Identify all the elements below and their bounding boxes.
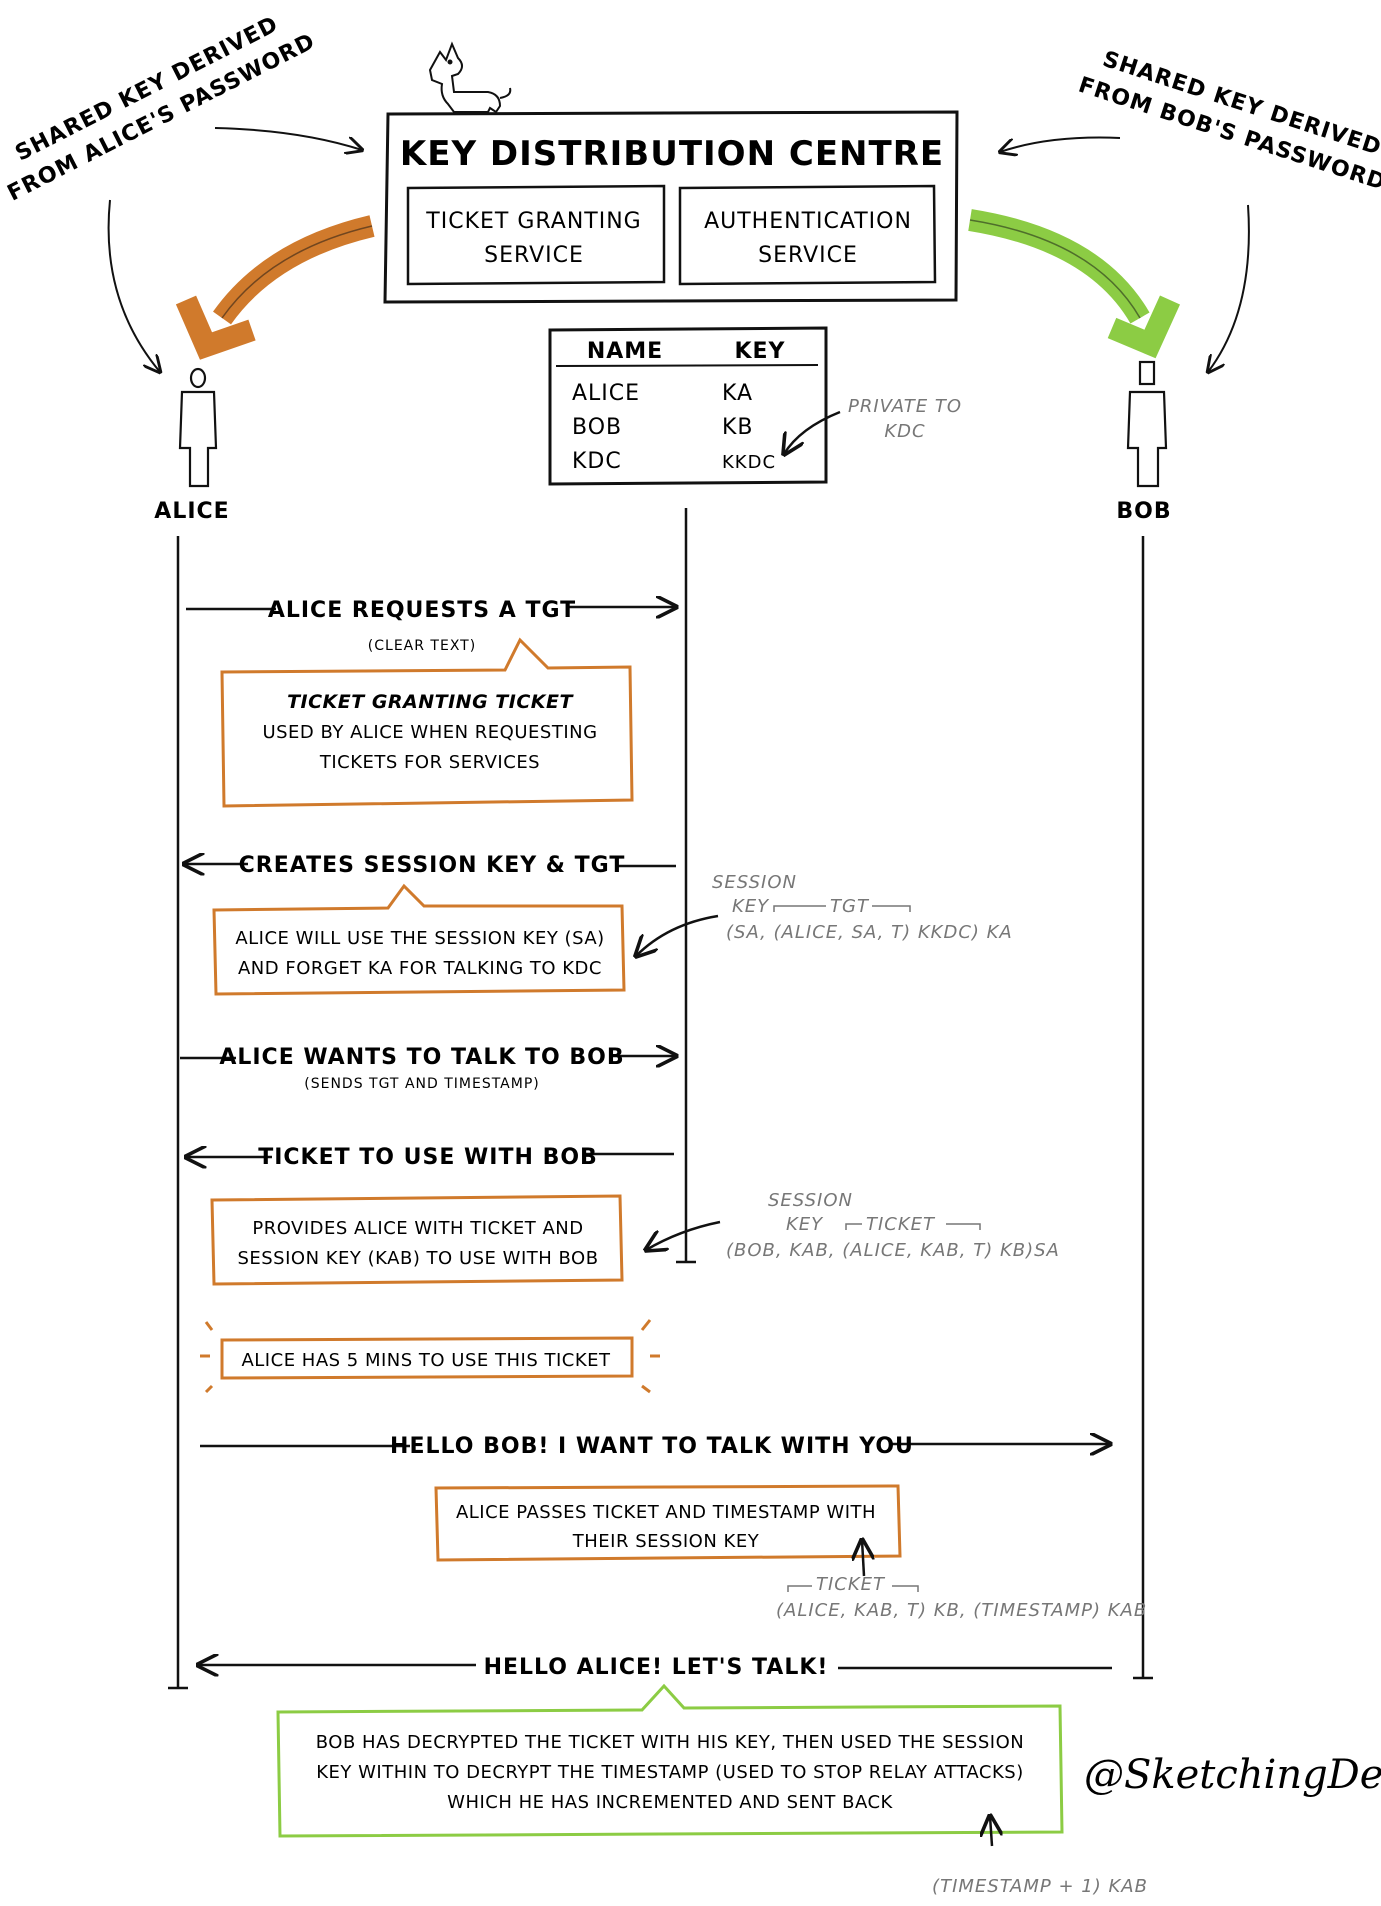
m4-label: TICKET TO USE WITH BOB bbox=[258, 1145, 598, 1170]
m6-note-line3: WHICH HE HAS INCREMENTED AND SENT BACK bbox=[447, 1792, 893, 1813]
as-line1: AUTHENTICATION bbox=[704, 209, 912, 234]
tgs-line1: TICKET GRANTING bbox=[425, 209, 641, 234]
m4-annotation-arrow bbox=[646, 1220, 721, 1250]
orange-arrow-head bbox=[175, 295, 256, 360]
table-row: ALICE KA bbox=[572, 381, 753, 406]
tgs-line2: SERVICE bbox=[484, 243, 584, 268]
bob-key-down-arrow bbox=[1208, 204, 1250, 372]
kdc-title: KEY DISTRIBUTION CENTRE bbox=[400, 134, 944, 174]
m4-annotation: SESSION KEY TICKET (BOB, KAB, (ALICE, KA… bbox=[726, 1190, 1060, 1261]
alice-key-note: SHARED KEY DERIVED FROM ALICE'S PASSWORD bbox=[4, 12, 320, 207]
m4-ann-session: SESSION bbox=[768, 1190, 853, 1211]
private-note-arrow bbox=[784, 410, 841, 454]
m6-annotation: (TIMESTAMP + 1) KAB bbox=[932, 1876, 1148, 1897]
as-line2: SERVICE bbox=[758, 243, 858, 268]
m2-note-line1: ALICE WILL USE THE SESSION KEY (SA) bbox=[235, 928, 604, 949]
tgt-note: TICKET GRANTING TICKET USED BY ALICE WHE… bbox=[220, 637, 634, 808]
m2-note-line2: AND FORGET KA FOR TALKING TO KDC bbox=[238, 958, 602, 979]
tgt-note-line1: USED BY ALICE WHEN REQUESTING bbox=[262, 722, 597, 743]
m3-sub: (SENDS TGT AND TIMESTAMP) bbox=[304, 1076, 540, 1092]
tgs-box: TICKET GRANTING SERVICE bbox=[406, 184, 666, 286]
key-table-header-name: NAME bbox=[587, 339, 663, 364]
m6-annotation-arrow bbox=[990, 1816, 992, 1847]
m2-ann-formula: (SA, (ALICE, SA, T) KKDC) KA bbox=[726, 922, 1013, 943]
m4-ann-formula: (BOB, KAB, (ALICE, KAB, T) KB)SA bbox=[726, 1240, 1060, 1261]
m2-ann-key: KEY bbox=[732, 896, 770, 917]
m4-ann-ticket: TICKET bbox=[866, 1214, 936, 1235]
bob-key-note: SHARED KEY DERIVED FROM BOB'S PASSWORD bbox=[1075, 47, 1381, 196]
m3-label: ALICE WANTS TO TALK TO BOB bbox=[219, 1045, 624, 1070]
private-note-line1: PRIVATE TO bbox=[848, 396, 962, 417]
bob-label: BOB bbox=[1116, 499, 1171, 524]
m2-annotation: SESSION KEY TGT (SA, (ALICE, SA, T) KKDC… bbox=[712, 872, 1013, 943]
m2-ann-session: SESSION bbox=[712, 872, 797, 893]
m4-note-line1: PROVIDES ALICE WITH TICKET AND bbox=[252, 1218, 583, 1239]
m2-annotation-arrow bbox=[636, 914, 719, 956]
table-row: BOB KB bbox=[572, 415, 754, 440]
bob-key-note-arrow bbox=[1000, 136, 1121, 152]
tgt-note-title: TICKET GRANTING TICKET bbox=[287, 691, 574, 713]
m5-note-line2: THEIR SESSION KEY bbox=[572, 1531, 760, 1552]
kdc-box: KEY DISTRIBUTION CENTRE TICKET GRANTING … bbox=[383, 110, 959, 304]
m5-note-line1: ALICE PASSES TICKET AND TIMESTAMP WITH bbox=[456, 1502, 876, 1523]
m5-annotation-arrow bbox=[862, 1540, 864, 1577]
m6-note-line1: BOB HAS DECRYPTED THE TICKET WITH HIS KE… bbox=[316, 1732, 1024, 1753]
timer-note-text: ALICE HAS 5 MINS TO USE THIS TICKET bbox=[241, 1350, 611, 1371]
alice-key-note-arrow bbox=[214, 127, 362, 150]
m4-note-line2: SESSION KEY (KAB) TO USE WITH BOB bbox=[237, 1248, 598, 1269]
alice-label: ALICE bbox=[154, 499, 229, 524]
key-table-cell-name: ALICE bbox=[572, 381, 640, 406]
key-table-cell-name: BOB bbox=[572, 415, 622, 440]
m2-label: CREATES SESSION KEY & TGT bbox=[239, 853, 626, 878]
green-arrow-head bbox=[1107, 295, 1181, 359]
key-table-cell-key: KB bbox=[722, 415, 754, 440]
m6-note: BOB HAS DECRYPTED THE TICKET WITH HIS KE… bbox=[276, 1683, 1064, 1838]
m1-label: ALICE REQUESTS A TGT bbox=[268, 598, 576, 623]
alice-key-down-arrow bbox=[107, 199, 160, 372]
m4-ann-key: KEY bbox=[786, 1214, 824, 1235]
dog-doodle-icon bbox=[428, 41, 512, 114]
green-arrow-to-bob bbox=[968, 209, 1150, 324]
m2-ann-tgt: TGT bbox=[830, 896, 870, 917]
m1-sub: (CLEAR TEXT) bbox=[368, 638, 476, 654]
key-table-cell-name: KDC bbox=[572, 449, 622, 474]
bob-figure-icon bbox=[1126, 360, 1168, 488]
alice-key-note-line2: FROM ALICE'S PASSWORD bbox=[4, 29, 320, 206]
private-note-line2: KDC bbox=[884, 421, 925, 442]
m5-ann-ticket: TICKET bbox=[816, 1574, 886, 1595]
tgt-note-line2: TICKETS FOR SERVICES bbox=[319, 752, 540, 773]
m4-note: PROVIDES ALICE WITH TICKET AND SESSION K… bbox=[210, 1194, 624, 1286]
key-table-header-key: KEY bbox=[734, 339, 785, 364]
key-table-cell-key: KKDC bbox=[722, 452, 776, 473]
as-box: AUTHENTICATION SERVICE bbox=[678, 184, 937, 286]
m5-note: ALICE PASSES TICKET AND TIMESTAMP WITH T… bbox=[434, 1484, 902, 1562]
timer-sparkle-icon bbox=[200, 1319, 660, 1394]
alice-figure-icon bbox=[178, 367, 218, 488]
m5-ann-formula: (ALICE, KAB, T) KB, (TIMESTAMP) KAB bbox=[776, 1600, 1147, 1621]
m6-label: HELLO ALICE! LET'S TALK! bbox=[484, 1655, 829, 1680]
m5-annotation: TICKET (ALICE, KAB, T) KB, (TIMESTAMP) K… bbox=[776, 1574, 1147, 1621]
table-row: KDC KKDC bbox=[572, 449, 776, 474]
m5-label: HELLO BOB! I WANT TO TALK WITH YOU bbox=[390, 1434, 914, 1459]
m2-note: ALICE WILL USE THE SESSION KEY (SA) AND … bbox=[212, 883, 626, 996]
m6-note-line2: KEY WITHIN TO DECRYPT THE TIMESTAMP (USE… bbox=[316, 1762, 1024, 1783]
key-table: NAME KEY ALICE KA BOB KB KDC KKDC bbox=[548, 326, 828, 486]
key-table-cell-key: KA bbox=[722, 381, 753, 406]
orange-arrow-to-alice bbox=[213, 215, 375, 325]
timer-note: ALICE HAS 5 MINS TO USE THIS TICKET bbox=[200, 1319, 660, 1394]
signature: @SketchingDev bbox=[1084, 1752, 1381, 1798]
